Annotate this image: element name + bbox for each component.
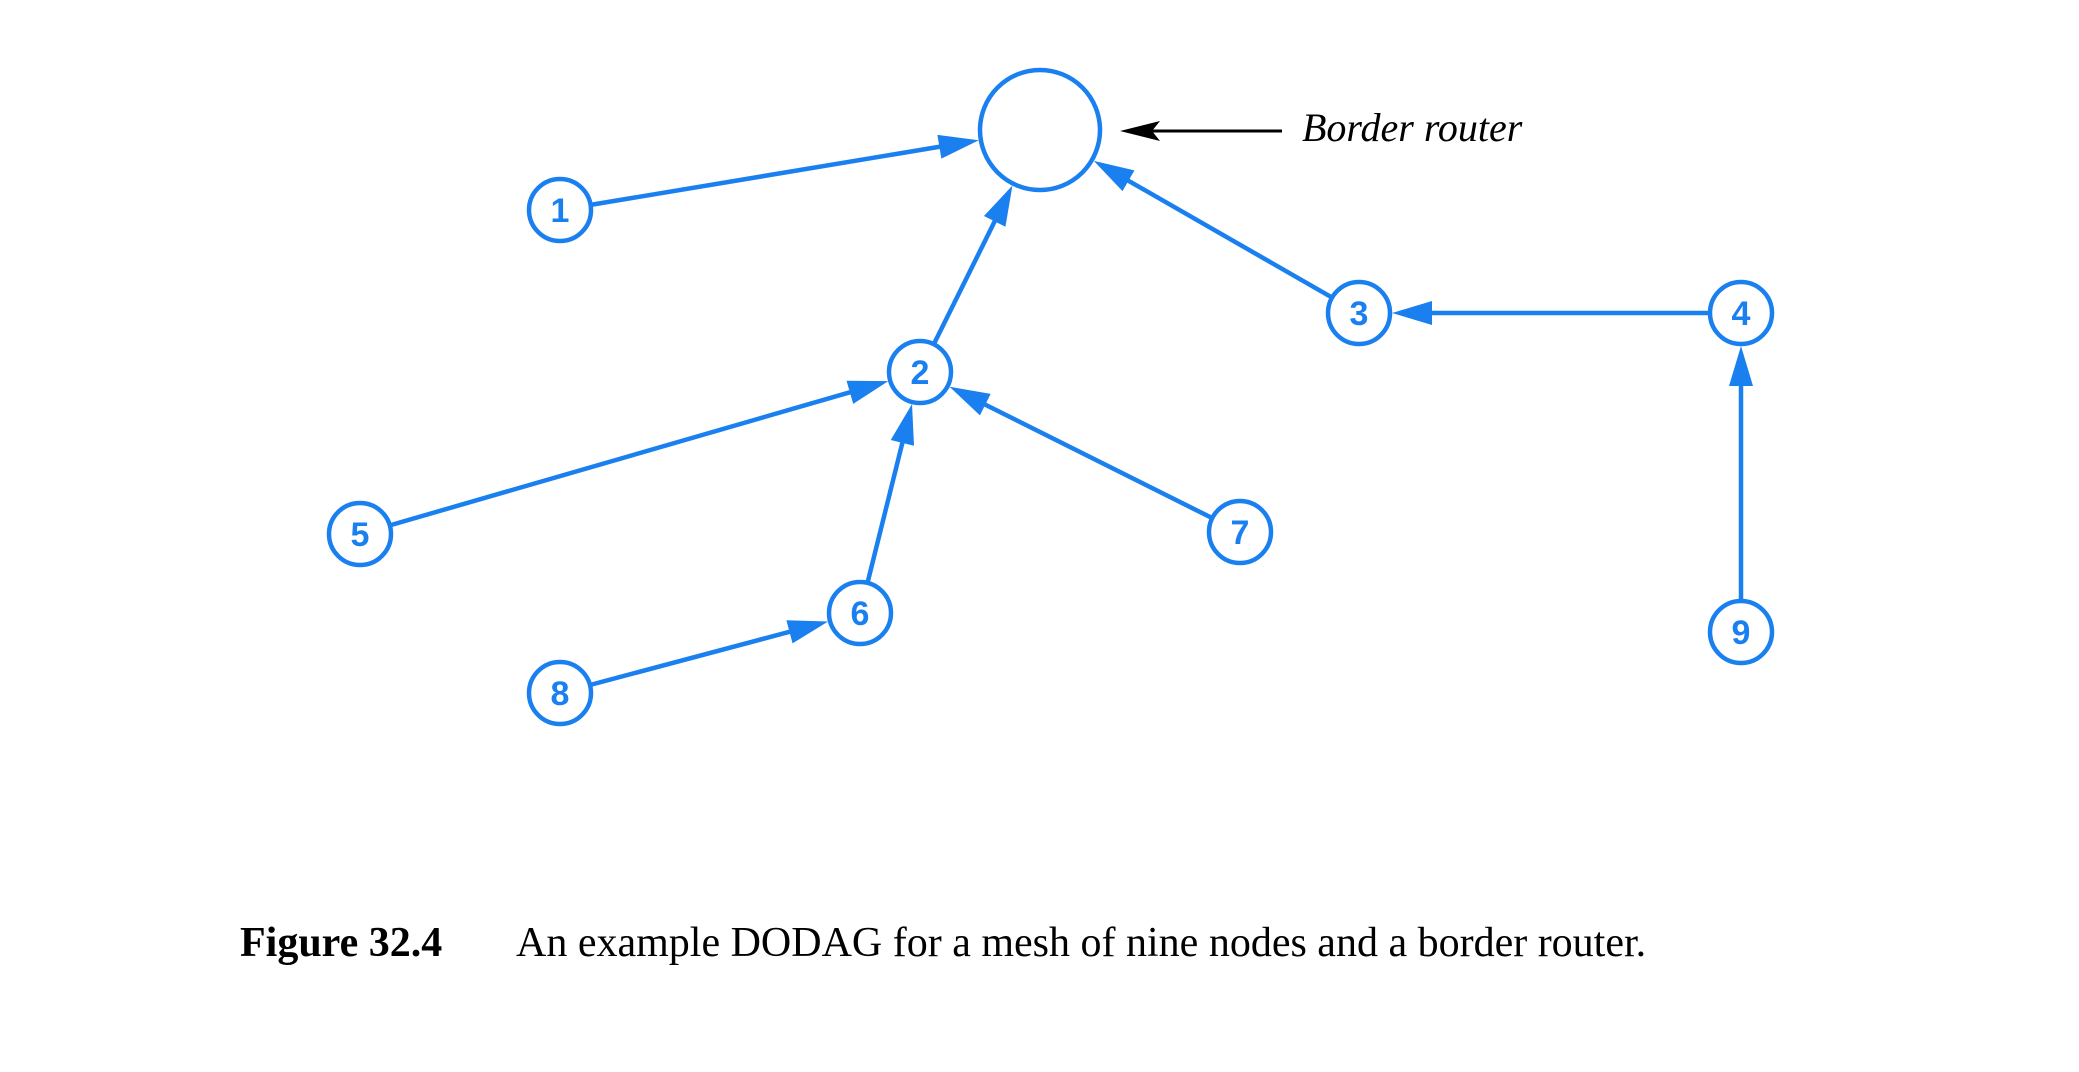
node-circle xyxy=(526,176,594,244)
arrowhead-icon xyxy=(937,134,979,159)
figure-caption: An example DODAG for a mesh of nine node… xyxy=(516,920,1647,966)
edge-line xyxy=(980,400,1214,521)
node-1: 1 xyxy=(526,176,594,244)
node-3: 3 xyxy=(1325,279,1393,347)
node-circle xyxy=(1325,279,1393,347)
edge-line xyxy=(589,628,794,688)
edge-9-to-4 xyxy=(1729,346,1753,601)
node-label: 9 xyxy=(1732,614,1751,652)
edge-7-to-2 xyxy=(949,386,1214,521)
edge-8-to-6 xyxy=(589,620,829,688)
node-label: 6 xyxy=(851,595,870,633)
node-5: 5 xyxy=(326,500,394,568)
arrowhead-icon xyxy=(846,380,889,404)
nodes-layer: 1 2 3 4 5 6 7 8 9 xyxy=(326,67,1775,727)
node-6: 6 xyxy=(826,579,894,647)
node-circle xyxy=(1206,498,1274,566)
edge-line xyxy=(931,216,999,346)
node-circle xyxy=(886,338,954,406)
node-7: 7 xyxy=(1206,498,1274,566)
node-label: 2 xyxy=(911,354,930,392)
node-circle xyxy=(1707,279,1775,347)
node-9: 9 xyxy=(1707,598,1775,666)
edge-4-to-3 xyxy=(1392,301,1710,325)
arrowhead-icon xyxy=(786,620,829,644)
arrowhead-icon xyxy=(1729,346,1753,386)
node-label: 5 xyxy=(351,516,370,554)
node-circle xyxy=(326,500,394,568)
edge-2-to-root xyxy=(931,185,1013,346)
arrowhead-icon xyxy=(1093,160,1135,192)
node-circle xyxy=(526,659,594,727)
arrowhead-icon xyxy=(1392,301,1432,325)
figure-number: Figure 32.4 xyxy=(240,920,443,966)
border-router-callout: Border router xyxy=(1120,105,1523,150)
border-router-node xyxy=(977,67,1103,193)
node-label: 8 xyxy=(551,675,570,713)
edge-line xyxy=(590,143,944,208)
edge-3-to-root xyxy=(1093,160,1334,300)
edge-6-to-2 xyxy=(865,404,915,584)
node-label: 3 xyxy=(1350,295,1369,333)
node-2: 2 xyxy=(886,338,954,406)
edge-1-to-root xyxy=(590,134,979,208)
node-8: 8 xyxy=(526,659,594,727)
node-label: 4 xyxy=(1732,295,1751,333)
node-circle xyxy=(1707,598,1775,666)
node-label: 7 xyxy=(1231,514,1250,552)
edges-layer xyxy=(389,134,1753,688)
node-label: 1 xyxy=(551,192,570,230)
edge-line xyxy=(1123,176,1334,300)
edge-5-to-2 xyxy=(389,380,889,528)
edge-line xyxy=(865,438,906,584)
border-router-label: Border router xyxy=(1302,105,1523,150)
callout-arrow-icon xyxy=(1120,121,1160,141)
arrowhead-icon xyxy=(983,185,1013,227)
node-circle xyxy=(826,579,894,647)
arrowhead-icon xyxy=(949,386,991,416)
arrowhead-icon xyxy=(890,404,915,446)
node-4: 4 xyxy=(1707,279,1775,347)
edge-line xyxy=(389,389,855,528)
